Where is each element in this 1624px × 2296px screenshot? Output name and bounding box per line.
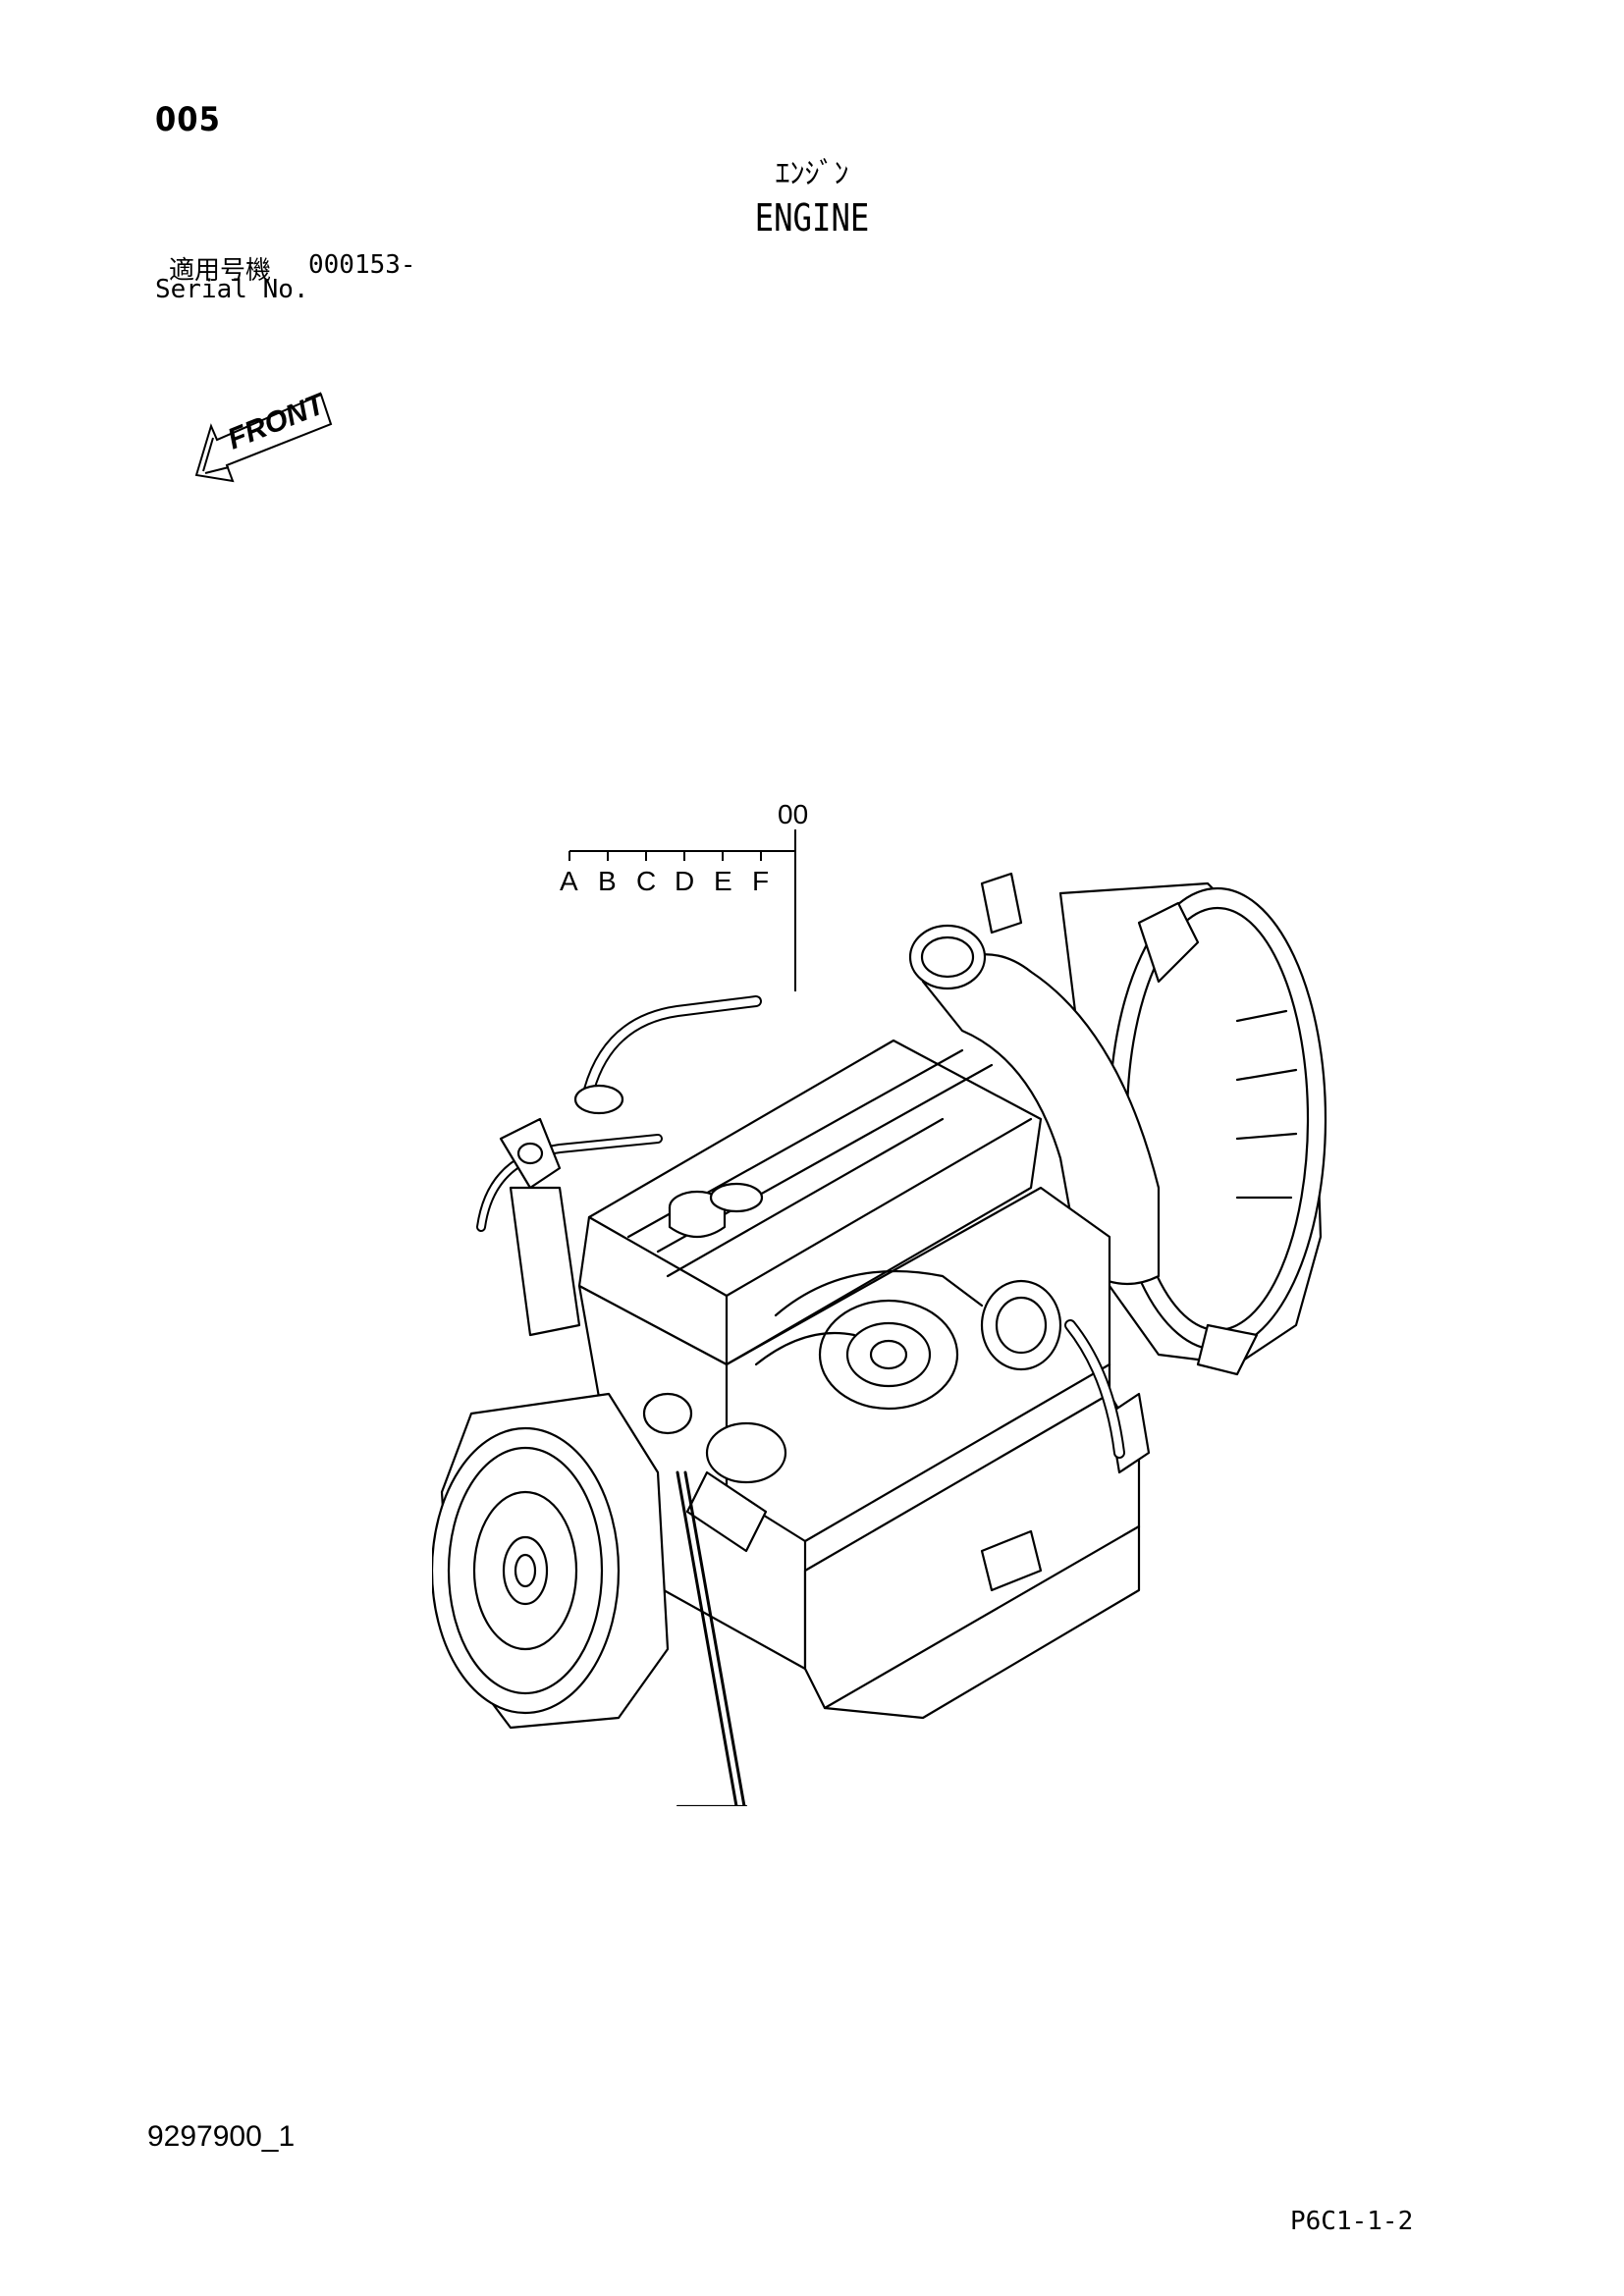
callout-main-ref: 00 — [778, 800, 808, 829]
front-arrow-icon: FRONT — [194, 387, 333, 483]
document-code: 9297900_1 — [147, 2120, 296, 2153]
page-code: P6C1-1-2 — [1290, 2207, 1414, 2236]
page-number: 005 — [155, 100, 221, 139]
callout-variant: F — [752, 866, 769, 896]
callout-variant: D — [675, 866, 694, 896]
callout-variant: B — [598, 866, 617, 896]
callout-variant: E — [714, 866, 732, 896]
serial-label-english: Serial No. — [155, 275, 309, 304]
callout-variant: A — [560, 866, 578, 896]
callout-bracket: 00 A B C D E F — [560, 800, 808, 991]
serial-label-japanese: 適用号機 — [169, 256, 272, 286]
callout-variant: C — [636, 866, 656, 896]
title-japanese: ｴﾝｼﾞﾝ — [775, 157, 849, 191]
engine-illustration — [432, 872, 1327, 1806]
serial-number-value: 000153- — [308, 250, 416, 280]
page-title: ENGINE — [754, 196, 870, 240]
